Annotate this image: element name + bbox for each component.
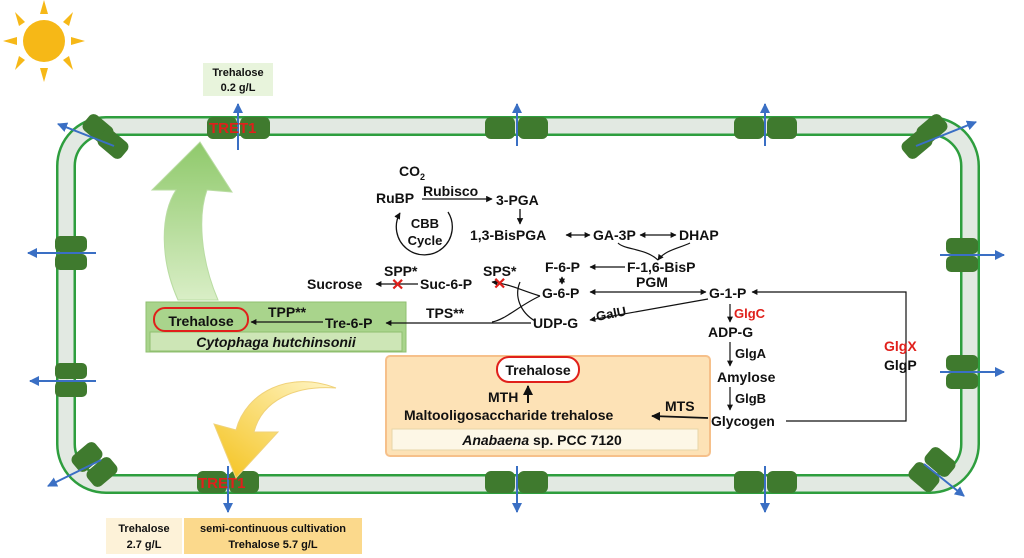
f16bisp-label: F-1,6-BisP <box>627 259 695 275</box>
bottom-output-box <box>106 518 182 554</box>
cytophaga-box <box>145 301 407 353</box>
trehalose-green-label: Trehalose <box>168 313 234 329</box>
ga3p-label: GA-3P <box>593 227 636 243</box>
mts-arrow <box>651 411 709 421</box>
aldolase-arrow <box>617 242 691 260</box>
f6p-label: F-6-P <box>545 259 580 275</box>
sun-icon <box>3 0 85 82</box>
cbb-label: CBB <box>411 216 439 231</box>
tpp-label: TPP** <box>268 304 307 320</box>
trehalose-orange-label: Trehalose <box>505 362 571 378</box>
semi-output-line2: Trehalose 5.7 g/L <box>228 539 318 551</box>
glycogen-label: Glycogen <box>711 413 775 429</box>
tps-label: TPS** <box>426 305 465 321</box>
anabaena-label: Anabaena sp. PCC 7120 <box>461 432 622 448</box>
anabaena-box <box>385 355 711 457</box>
bottom-output-title: Trehalose <box>118 523 169 535</box>
top-output-value: 0.2 g/L <box>221 82 256 94</box>
pga-label: 3-PGA <box>496 192 539 208</box>
export-arrow-green <box>150 141 233 301</box>
rubisco-label: Rubisco <box>423 183 478 199</box>
semi-output-line1: semi-continuous cultivation <box>200 523 346 535</box>
suc6p-label: Suc-6-P <box>420 276 472 292</box>
tre6p-label: Tre-6-P <box>325 315 372 331</box>
g6p-label: G-6-P <box>542 285 579 301</box>
amylose-label: Amylose <box>717 369 776 385</box>
co2-label: CO2 <box>399 163 425 182</box>
g6p-to-suc6p-arrow <box>491 279 541 297</box>
transport-arrows <box>27 103 1005 513</box>
glgb-label: GlgB <box>735 391 766 406</box>
adpg-label: ADP-G <box>708 324 753 340</box>
maltooligo-label: Maltooligosaccharide trehalose <box>404 407 613 423</box>
semi-output-box <box>184 518 362 554</box>
mts-label: MTS <box>665 398 695 414</box>
sps-knockout-icon: ✕ <box>493 276 506 293</box>
g6p-to-tps-curve <box>491 295 541 323</box>
rubp-label: RuBP <box>376 190 414 206</box>
spp-knockout-icon: ✕ <box>391 277 404 294</box>
sucrose-label: Sucrose <box>307 276 362 292</box>
mth-label: MTH <box>488 389 518 405</box>
export-arrow-yellow <box>213 381 337 479</box>
glgx-label: GlgX <box>884 338 917 354</box>
top-output-box <box>203 63 273 96</box>
cbb-cycle-arrow <box>394 211 453 256</box>
tret1-top-label: TRET1 <box>209 120 257 137</box>
glgp-label: GlgP <box>884 357 917 373</box>
bottom-output-value: 2.7 g/L <box>127 539 162 551</box>
g1p-label: G-1-P <box>709 285 746 301</box>
spp-label: SPP* <box>384 263 418 279</box>
bispga-label: 1,3-BisPGA <box>470 227 546 243</box>
dhap-label: DHAP <box>679 227 719 243</box>
cycle-label: Cycle <box>408 233 443 248</box>
galu-label: GalU <box>595 303 628 324</box>
tret1-bottom-label: TRET1 <box>198 475 246 492</box>
udpg-label: UDP-G <box>533 315 578 331</box>
top-output-title: Trehalose <box>212 67 263 79</box>
cytophaga-label: Cytophaga hutchinsonii <box>196 334 357 350</box>
udpg-to-sps-curve <box>517 281 536 322</box>
glgc-label: GlgC <box>734 306 766 321</box>
glga-label: GlgA <box>735 346 767 361</box>
galu-arrow <box>589 298 709 323</box>
membrane-transporters <box>55 114 978 493</box>
pgm-label: PGM <box>636 274 668 290</box>
glycogen-degradation-arrow <box>751 289 907 422</box>
sps-label: SPS* <box>483 263 517 279</box>
